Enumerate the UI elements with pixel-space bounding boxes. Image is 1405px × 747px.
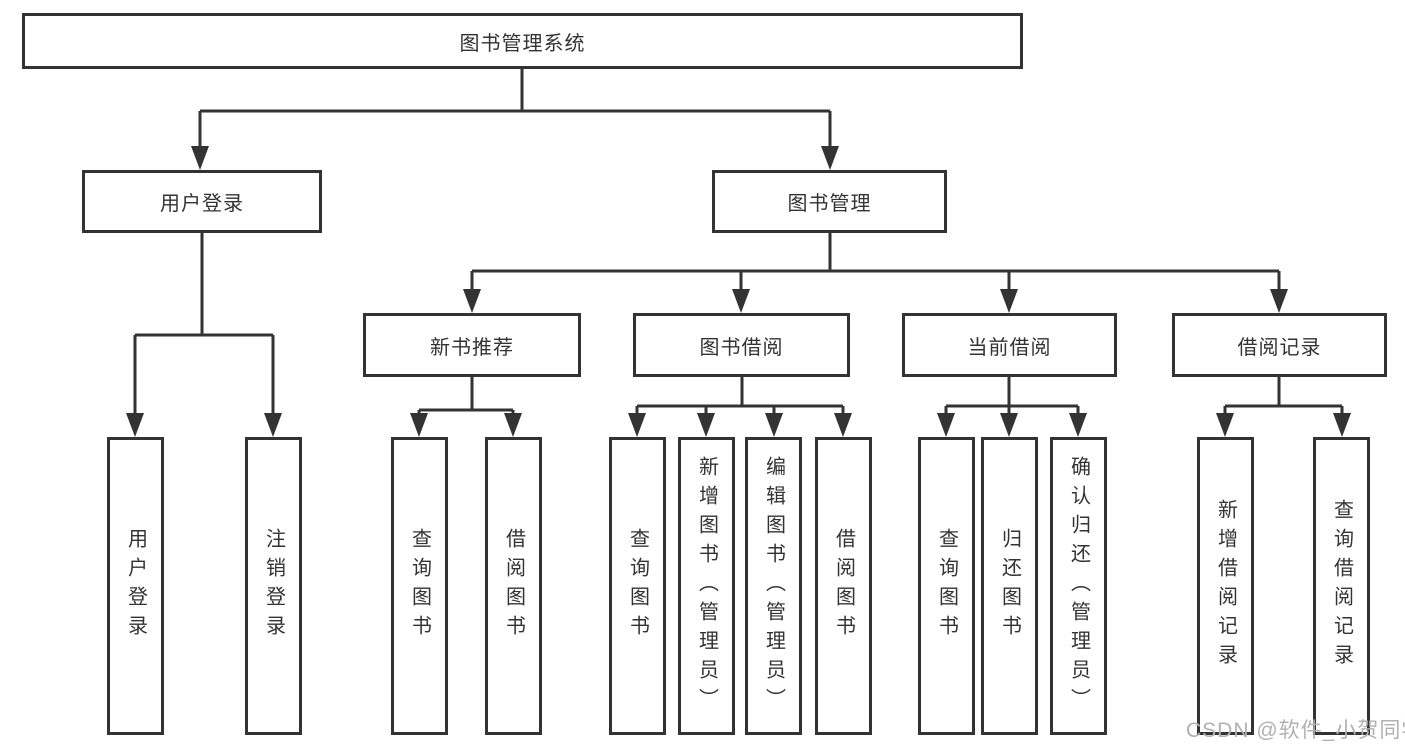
node-borrow-records-label: 借阅记录 [1237,336,1322,359]
leaf-edit-books-admin: 编辑图书（管理员） [745,437,802,735]
leaf-query-books-current-label: 查询图书 [935,528,958,644]
leaf-return-books-label: 归还图书 [998,528,1021,644]
leaf-query-books-recommend-label: 查询图书 [408,528,431,644]
leaf-edit-books-admin-label: 编辑图书（管理员） [762,455,785,717]
node-current-borrow-label: 当前借阅 [967,336,1052,359]
leaf-add-books-admin-label: 新增图书（管理员） [695,455,718,717]
node-new-book-recommend: 新书推荐 [363,313,581,377]
leaf-logout-label: 注销登录 [262,528,285,644]
leaf-add-borrow-record-label: 新增借阅记录 [1214,499,1237,673]
leaf-confirm-return-admin: 确认归还（管理员） [1050,437,1107,735]
leaf-add-books-admin: 新增图书（管理员） [678,437,735,735]
node-book-borrow: 图书借阅 [633,313,850,377]
leaf-query-books-borrow: 查询图书 [609,437,666,735]
node-book-borrow-label: 图书借阅 [699,336,784,359]
node-new-book-recommend-label: 新书推荐 [430,336,514,359]
node-book-management-label: 图书管理 [787,193,872,215]
leaf-query-borrow-record: 查询借阅记录 [1313,437,1370,735]
leaf-logout: 注销登录 [245,437,302,735]
leaf-query-borrow-record-label: 查询借阅记录 [1330,499,1353,673]
leaf-confirm-return-admin-label: 确认归还（管理员） [1067,455,1090,717]
leaf-borrow-books-recommend-label: 借阅图书 [502,528,525,644]
leaf-borrow-books: 借阅图书 [815,437,872,735]
node-user-login: 用户登录 [82,170,322,233]
leaf-user-login: 用户登录 [107,437,164,735]
leaf-return-books: 归还图书 [981,437,1038,735]
leaf-add-borrow-record: 新增借阅记录 [1197,437,1254,735]
watermark: CSDN @软件_小贺同学 [1186,719,1405,742]
leaf-user-login-label: 用户登录 [124,528,147,644]
leaf-borrow-books-recommend: 借阅图书 [485,437,542,735]
node-borrow-records: 借阅记录 [1172,313,1387,377]
node-user-login-label: 用户登录 [160,193,244,215]
leaf-query-books-borrow-label: 查询图书 [626,528,649,644]
node-current-borrow: 当前借阅 [902,313,1117,377]
leaf-query-books-current: 查询图书 [918,437,975,735]
leaf-query-books-recommend: 查询图书 [391,437,448,735]
node-root-label: 图书管理系统 [459,32,586,55]
node-book-management: 图书管理 [712,170,947,233]
node-root: 图书管理系统 [22,13,1023,69]
leaf-borrow-books-label: 借阅图书 [832,528,855,644]
